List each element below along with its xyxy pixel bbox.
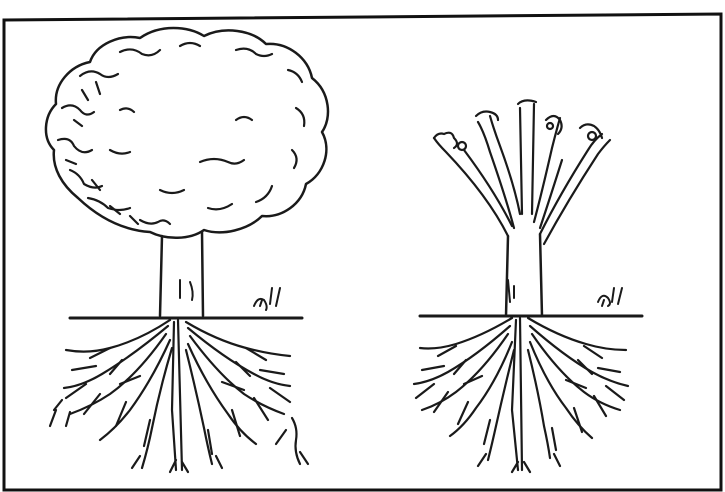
cut-branches — [434, 100, 610, 244]
tree-roots — [50, 320, 308, 472]
pollarded-trunk — [506, 236, 508, 316]
tree-crown — [46, 28, 328, 238]
tree-pollarded — [414, 100, 642, 472]
grass-tuft — [254, 288, 280, 310]
crown-shading — [58, 43, 304, 224]
tree-with-crown — [46, 28, 328, 472]
picture-border — [4, 14, 721, 490]
pollarded-roots — [414, 318, 628, 472]
grass-tuft — [598, 288, 622, 306]
tree-trunk — [160, 236, 162, 316]
